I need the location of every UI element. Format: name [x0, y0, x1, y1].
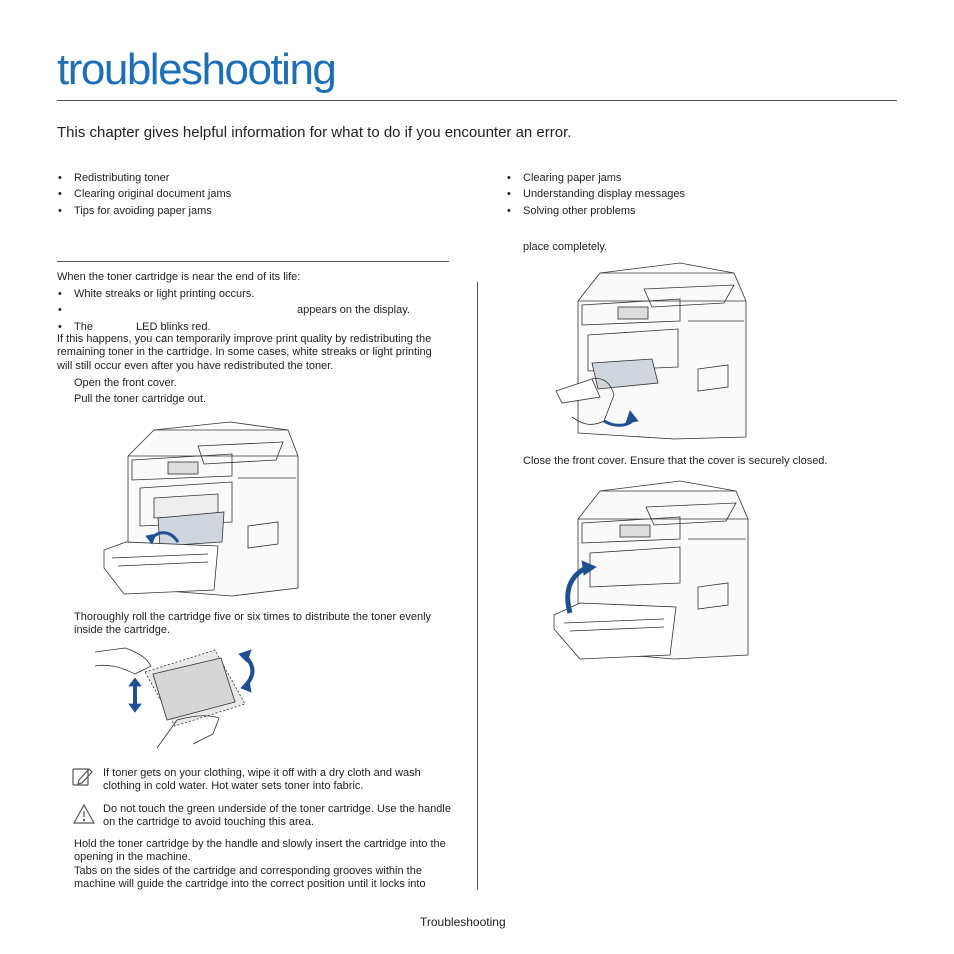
toner-shake-illustration	[95, 644, 275, 750]
symptom-led-prefix: The	[74, 320, 93, 333]
printer-open-illustration	[98, 418, 304, 604]
step-close-cover: Close the front cover. Ensure that the c…	[523, 455, 828, 467]
step-roll-cartridge: Thoroughly roll the cartridge five or si…	[74, 611, 432, 637]
toc-left: Redistributing toner Clearing original d…	[57, 170, 231, 219]
step-insert-detail: Tabs on the sides of the cartridge and c…	[74, 865, 426, 891]
step-continued: place completely.	[523, 241, 608, 253]
toc-link-document-jams[interactable]: Clearing original document jams	[57, 186, 231, 203]
symptom-streaks: White streaks or light printing occurs.	[57, 286, 254, 303]
caution-text: Do not touch the green underside of the …	[103, 803, 451, 829]
toc-link-tips[interactable]: Tips for avoiding paper jams	[57, 203, 231, 220]
note-text: If toner gets on your clothing, wipe it …	[103, 767, 421, 793]
printer-insert-illustration	[548, 261, 758, 441]
printer-close-illustration	[550, 479, 754, 663]
note-pencil-icon	[71, 766, 93, 788]
symptom-display-text: appears on the display.	[297, 304, 410, 317]
section-rule	[57, 261, 449, 262]
symptom-display: appears on the display.	[57, 302, 410, 319]
step-pull-cartridge: Pull the toner cartridge out.	[74, 393, 207, 405]
title-rule	[57, 100, 897, 101]
toc-link-display-messages[interactable]: Understanding display messages	[506, 186, 685, 203]
symptom-led-suffix: LED blinks red.	[136, 320, 211, 333]
column-divider	[477, 282, 478, 890]
footer-label: Troubleshooting	[420, 915, 506, 929]
redistribute-paragraph: If this happens, you can temporarily imp…	[57, 333, 432, 372]
toner-symptom-list: White streaks or light printing occurs. …	[57, 286, 410, 336]
step-insert-cartridge: Hold the toner cartridge by the handle a…	[74, 838, 446, 864]
toc-link-redistributing[interactable]: Redistributing toner	[57, 170, 231, 187]
step-open-cover: Open the front cover.	[74, 377, 177, 389]
toc-right: Clearing paper jams Understanding displa…	[506, 170, 685, 219]
toner-life-intro: When the toner cartridge is near the end…	[57, 271, 301, 283]
symptom-led: The LED blinks red.	[57, 319, 254, 336]
toc-link-other-problems[interactable]: Solving other problems	[506, 203, 685, 220]
chapter-intro: This chapter gives helpful information f…	[57, 124, 572, 141]
caution-triangle-icon	[72, 803, 96, 825]
toc-link-paper-jams[interactable]: Clearing paper jams	[506, 170, 685, 187]
page-title: troubleshooting	[57, 45, 337, 94]
